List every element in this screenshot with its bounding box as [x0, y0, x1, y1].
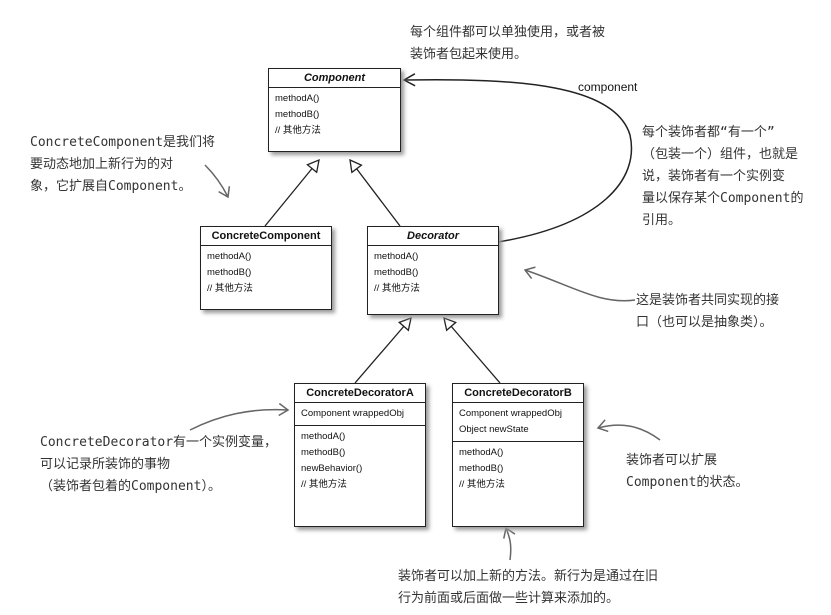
hand-arrow-5: [503, 526, 516, 561]
note-top: 每个组件都可以单独使用，或者被装饰者包起来使用。: [410, 25, 606, 62]
association-label: component: [578, 80, 638, 94]
method: newBehavior(): [301, 463, 363, 474]
hand-arrow-1: [204, 164, 231, 199]
class-name: Component: [269, 69, 400, 88]
note-concrete-component: ConcreteComponent是我们将要动态地加上新行为的对象，它扩展自Co…: [30, 135, 216, 194]
method: methodB(): [275, 109, 320, 120]
field: Object newState: [459, 424, 529, 435]
class-concrete-component: ConcreteComponent methodA() methodB() // 其…: [200, 226, 332, 310]
inherit-decorator-a: [354, 318, 411, 384]
field: Component wrappedObj: [459, 408, 562, 419]
note-has-a-component: 每个装饰者都“有一个”（包装一个）组件，也就是说，装饰者有一个实例变量以保存某个…: [642, 125, 804, 228]
class-concrete-decorator-a: ConcreteDecoratorA Component wrappedObj …: [294, 383, 426, 527]
method: methodA(): [374, 251, 419, 262]
method: methodA(): [301, 431, 346, 442]
note-new-methods: 装饰者可以加上新的方法。新行为是通过在旧行为前面或后面做一些计算来添加的。: [398, 569, 659, 606]
inherit-concretecomponent: [264, 160, 319, 227]
component-association: [402, 73, 633, 243]
method: // 其他方法: [207, 283, 253, 294]
method: // 其他方法: [374, 283, 420, 294]
hand-arrow-2: [523, 266, 636, 302]
class-name: ConcreteDecoratorB: [453, 384, 583, 403]
class-component: Component methodA() methodB() // 其他方法: [268, 68, 401, 152]
inherit-decorator-b: [444, 318, 501, 384]
method: methodB(): [301, 447, 346, 458]
hand-arrow-4: [596, 419, 661, 441]
field: Component wrappedObj: [301, 408, 404, 419]
class-name: ConcreteDecoratorA: [295, 384, 425, 403]
hand-arrow-3: [189, 402, 290, 431]
note-decorator-interface: 这是装饰者共同实现的接口（也可以是抽象类）。: [636, 293, 780, 330]
class-decorator: Decorator methodA() methodB() // 其他方法: [367, 226, 499, 315]
method: // 其他方法: [275, 125, 321, 136]
method: // 其他方法: [459, 479, 505, 490]
note-concrete-decorator: ConcreteDecorator有一个实例变量，可以记录所装饰的事物（装饰者包…: [40, 435, 278, 494]
method: methodB(): [374, 267, 419, 278]
method: methodA(): [459, 447, 504, 458]
method: methodA(): [207, 251, 252, 262]
method: methodB(): [459, 463, 504, 474]
method: methodB(): [207, 267, 252, 278]
method: // 其他方法: [301, 479, 347, 490]
inherit-decorator: [350, 160, 401, 227]
class-name: Decorator: [368, 227, 498, 246]
class-name: ConcreteComponent: [201, 227, 331, 246]
method: methodA(): [275, 93, 320, 104]
